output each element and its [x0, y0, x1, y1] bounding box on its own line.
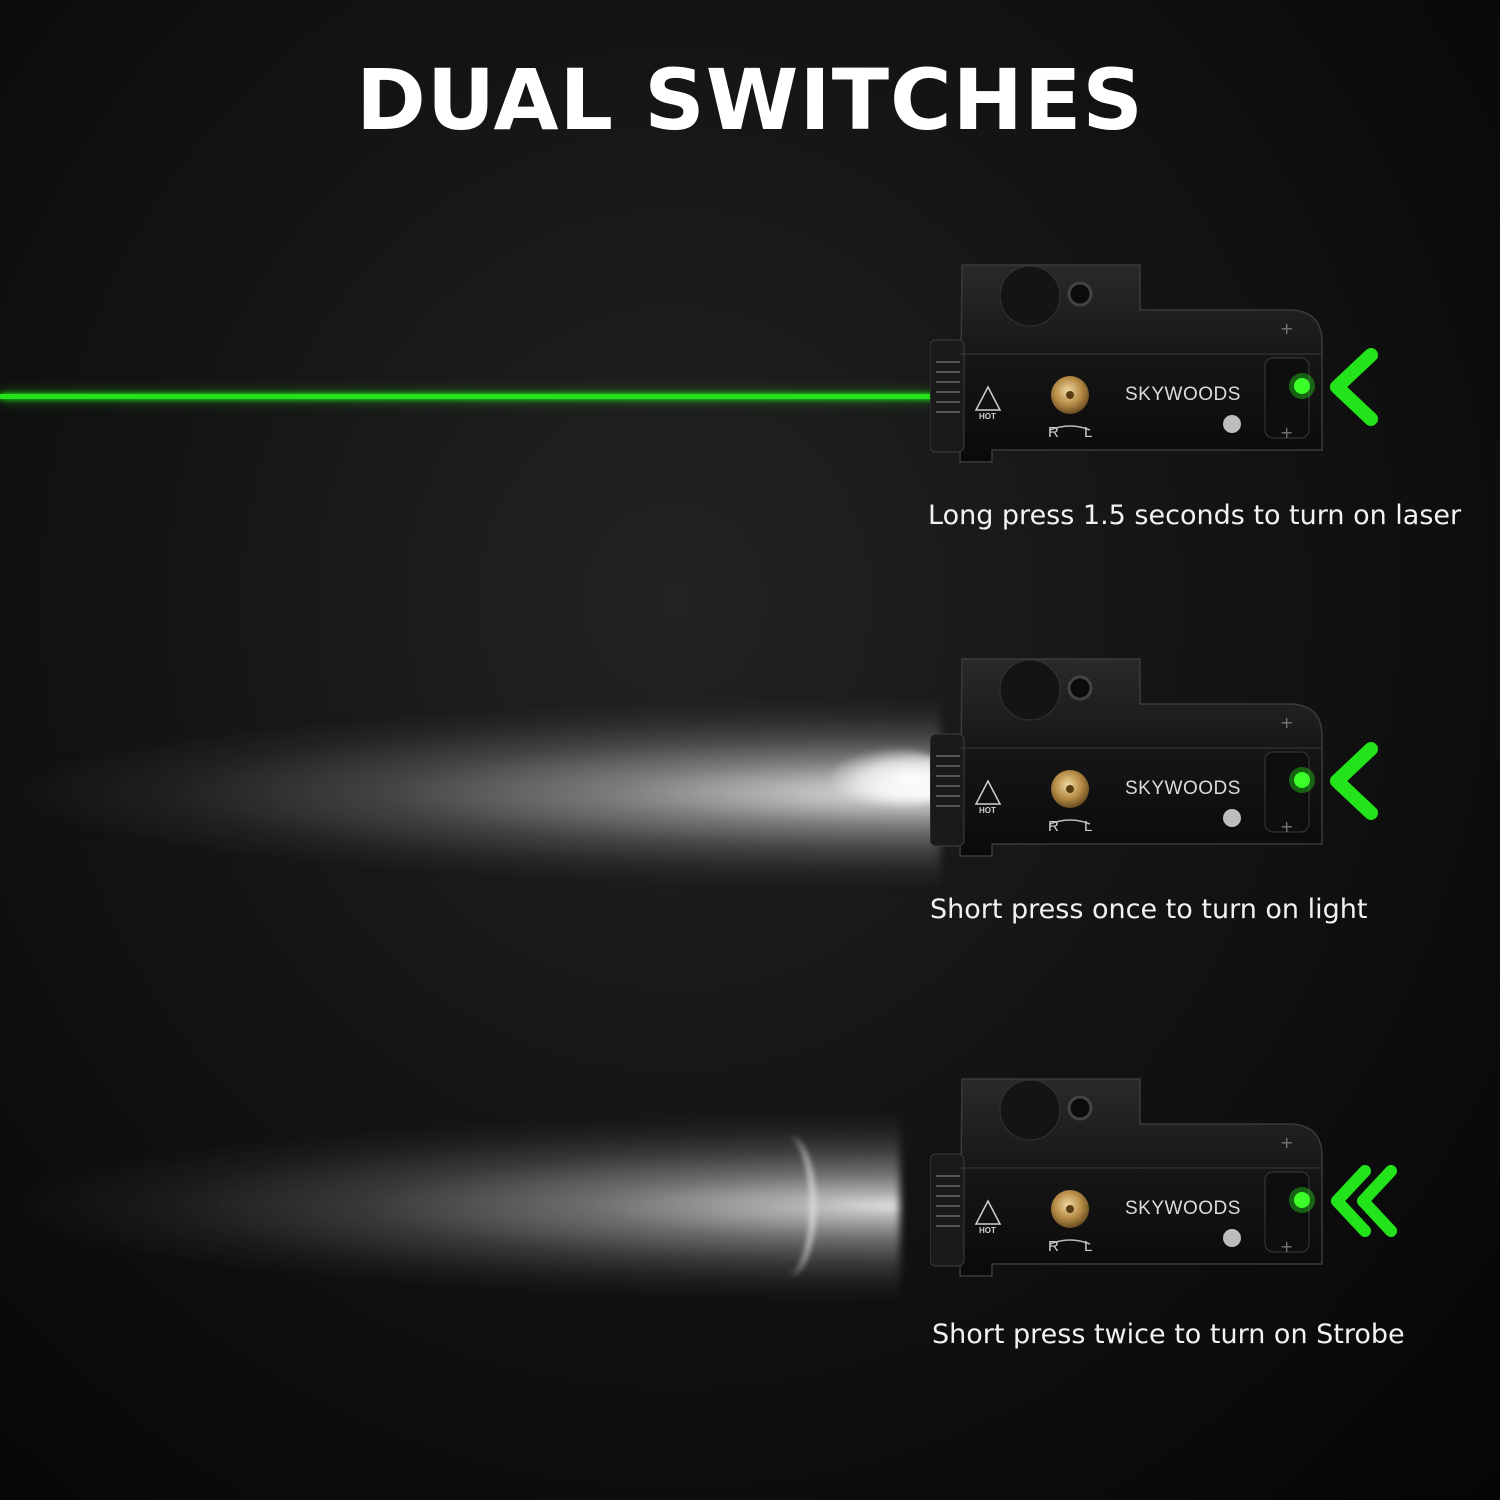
mode-panel-strobe: + + SKYWOODS R L HOT Short press twice t… — [0, 1076, 1500, 1376]
mode-caption-light: Short press once to turn on light — [930, 894, 1368, 925]
svg-text:+: + — [1280, 1133, 1293, 1152]
brand-logo-text: SKYWOODS — [1125, 384, 1241, 405]
flashlight-body-icon: + + — [930, 658, 1323, 857]
device-light: + + SKYWOODS R L HOT — [930, 656, 1330, 866]
double-chevron-left-icon — [1331, 1165, 1397, 1237]
mode-panel-laser: + + SKYWOODS R L HOT Long press 1.5 seco… — [0, 262, 1500, 562]
svg-text:+: + — [1280, 817, 1293, 836]
adjust-label-right: R — [1048, 818, 1059, 835]
svg-text:+: + — [1280, 1237, 1293, 1256]
device-laser: + + SKYWOODS R L HOT — [930, 262, 1330, 472]
page-title: DUAL SWITCHES — [356, 51, 1144, 149]
adjust-label-right: R — [1048, 1238, 1059, 1255]
hot-warning-label: HOT — [979, 412, 996, 421]
hot-warning-label: HOT — [979, 1226, 996, 1235]
svg-text:+: + — [1280, 713, 1293, 732]
flashlight-body-icon: + + — [930, 1078, 1323, 1277]
hot-warning-label: HOT — [979, 806, 996, 815]
adjust-label-left: L — [1084, 424, 1093, 441]
adjust-label-left: L — [1084, 818, 1093, 835]
adjust-label-left: L — [1084, 1238, 1093, 1255]
light-beam — [0, 668, 940, 918]
strobe-pulse-arc — [760, 1136, 816, 1276]
mode-caption-laser: Long press 1.5 seconds to turn on laser — [928, 500, 1462, 531]
brand-logo-text: SKYWOODS — [1125, 1198, 1241, 1219]
adjust-label-right: R — [1048, 424, 1059, 441]
brand-logo-text: SKYWOODS — [1125, 778, 1241, 799]
mode-panel-light: + + SKYWOODS R L HOT Short press once to… — [0, 656, 1500, 956]
svg-text:+: + — [1280, 319, 1293, 338]
chevron-left-icon — [1330, 742, 1378, 820]
chevron-left-icon — [1330, 348, 1378, 426]
strobe-beam — [0, 1081, 900, 1331]
laser-beam — [0, 394, 935, 399]
device-strobe: + + SKYWOODS R L HOT — [930, 1076, 1330, 1286]
flashlight-body-icon: + + — [930, 264, 1323, 463]
mode-caption-strobe: Short press twice to turn on Strobe — [932, 1319, 1405, 1350]
svg-text:+: + — [1280, 423, 1293, 442]
